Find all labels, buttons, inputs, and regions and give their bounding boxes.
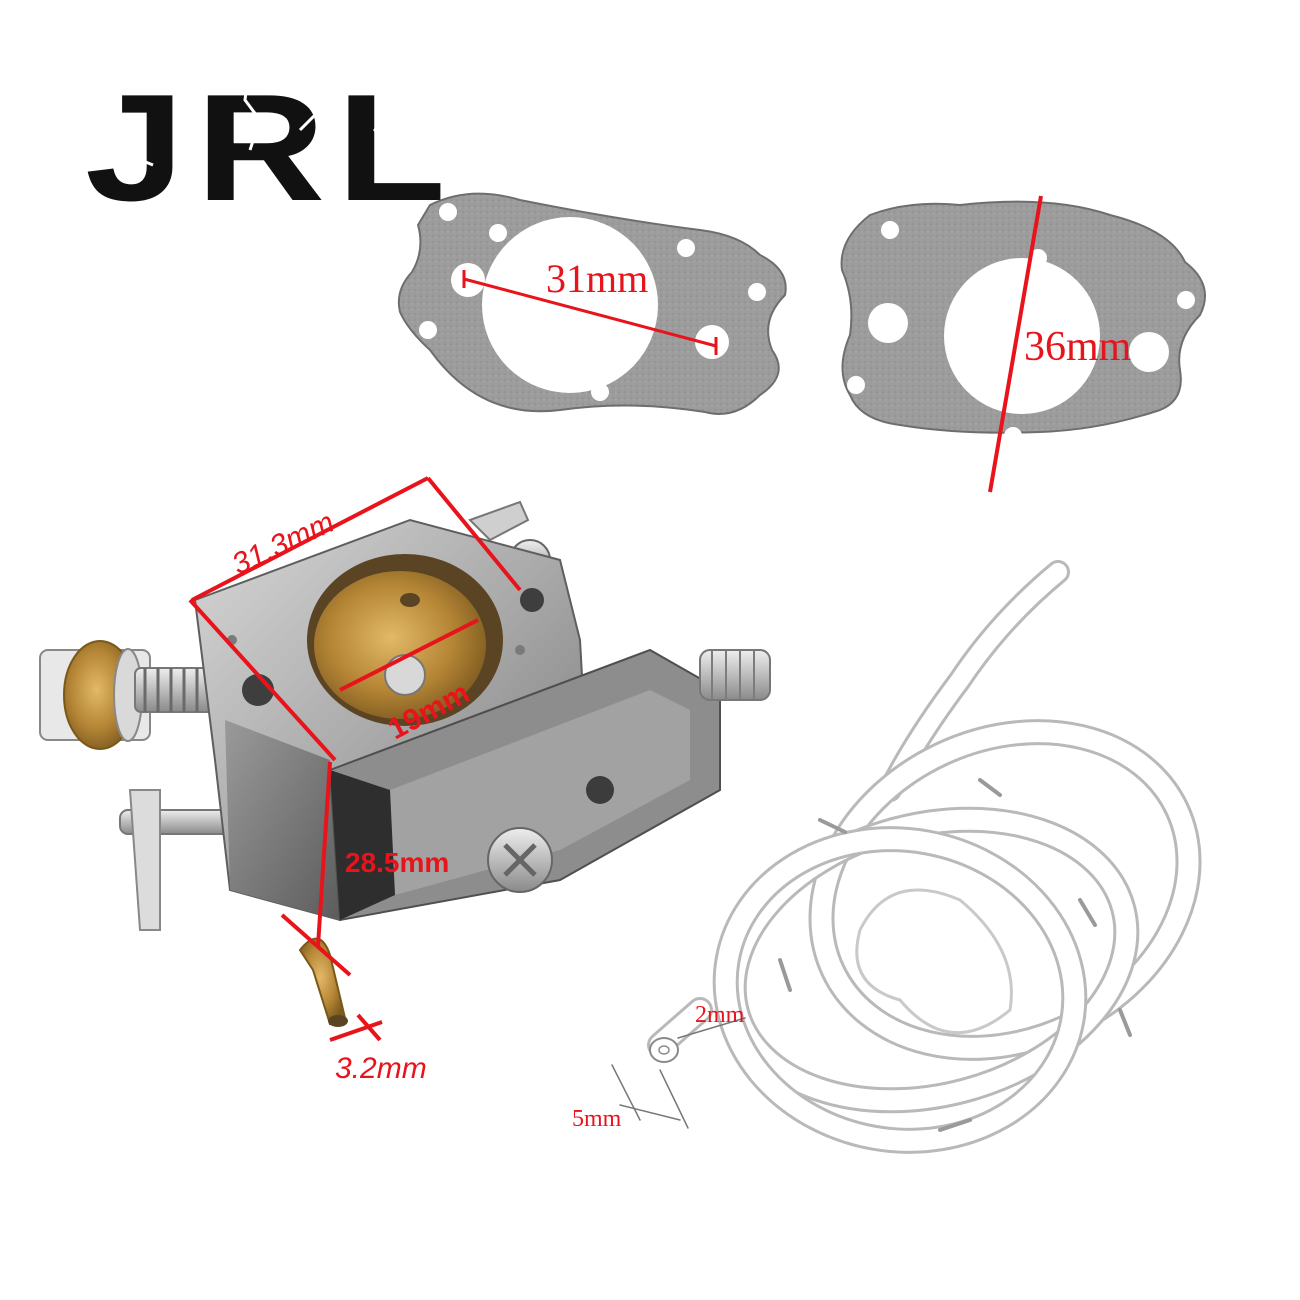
throttle-spring xyxy=(134,667,216,713)
carburetor: 31.3mm 19mm 28.5mm 3.2mm xyxy=(39,476,771,1085)
fuel-line-outer-dimension-label: 5mm xyxy=(572,1106,622,1132)
fuel-line-inner-dimension-label: 2mm xyxy=(695,1002,745,1028)
gasket-right-dimension-label: 36mm xyxy=(1024,324,1132,370)
gasket-left-dimension-label: 31mm xyxy=(546,256,648,301)
carb-nozzle-dimension-label: 3.2mm xyxy=(335,1052,427,1085)
brand-logo: JRL xyxy=(85,59,457,233)
fuel-line: 2mm 5mm xyxy=(572,560,1202,1154)
brand-logo-text: JRL xyxy=(85,64,457,233)
carb-height-dimension-label: 28.5mm xyxy=(345,847,449,878)
gasket-right: 36mm xyxy=(840,195,1206,493)
gasket-left: 31mm xyxy=(397,192,787,415)
